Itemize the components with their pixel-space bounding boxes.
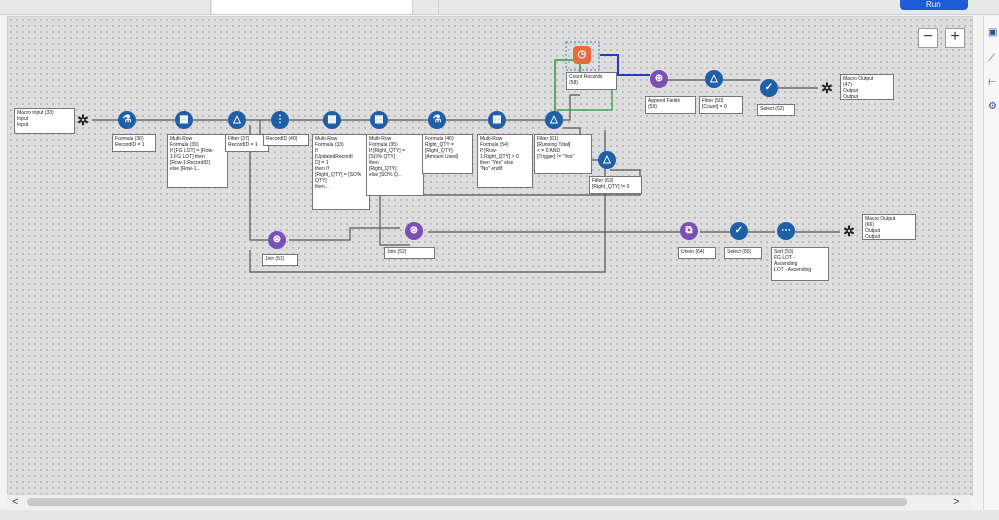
append-fields-tool-icon[interactable]: ⊕ [650, 70, 668, 88]
node-label-select-62: Select (62) [757, 104, 795, 116]
tab-overflow-button[interactable] [414, 0, 439, 14]
select-62-tool-icon[interactable]: ✓ [760, 79, 778, 97]
join-51-tool-icon[interactable]: ⊛ [268, 231, 286, 249]
zoom-in-button[interactable]: + [945, 28, 965, 48]
multirow-54-tool-icon[interactable]: ▦ [488, 111, 506, 129]
node-label-multirow-39: Multi-Row Formula (39) If [FG LOT] = [Ro… [167, 134, 228, 188]
node-label-select-65: Select (65) [724, 247, 762, 259]
node-label-formula-36: Formula (36) RecordID = 1 [112, 134, 156, 152]
node-label-filter-63: Filter (63) [Right_QTY] != 0 [589, 176, 642, 194]
node-label-macro-output-47: Macro Output (47) Output Output [840, 74, 894, 100]
join-52-tool-icon[interactable]: ⊛ [405, 222, 423, 240]
zoom-out-button[interactable]: − [918, 28, 938, 48]
gear-icon[interactable]: ⚙ [988, 101, 997, 112]
node-label-multirow-35: Multi-Row Formula (35) If [Right_QTY] = … [366, 134, 424, 196]
filter-50-tool-icon[interactable]: △ [705, 70, 723, 88]
macro-input-tool-icon[interactable]: ✲ [77, 112, 89, 128]
filter-63-tool-icon[interactable]: △ [598, 151, 616, 169]
union-64-tool-icon[interactable]: ⧉ [680, 222, 698, 240]
layout-icon[interactable]: ▣ [988, 27, 998, 38]
node-label-filter-61: Filter (61) [Running Total] < = 0 AND [T… [534, 134, 592, 174]
wand-icon[interactable]: ⟋ [988, 53, 995, 64]
formula-36-tool-icon[interactable]: ⚗ [118, 111, 136, 129]
workflow-canvas[interactable] [7, 16, 973, 496]
node-label-filter-50: Filter (50) [Count] = 0 [699, 96, 743, 114]
node-label-sort-53: Sort (53) FG LOT - Ascending LOT - Ascen… [771, 247, 829, 281]
node-label-append-fields: Append Fields (59) [645, 96, 696, 114]
macro-output-66-tool-icon[interactable]: ✲ [843, 223, 855, 239]
workflow-tab-1[interactable] [0, 0, 211, 14]
sort-53-tool-icon[interactable]: ⋯ [777, 222, 795, 240]
node-label-multirow-54: Multi-Row Formula (54) If [Row- 1:Right_… [477, 134, 533, 188]
run-button[interactable]: Run [900, 0, 968, 10]
recordid-40-tool-icon[interactable]: ⋮ [271, 111, 289, 129]
zoom-in-label: + [950, 28, 960, 45]
workflow-tab-strip: Run [0, 0, 999, 15]
workflow-tab-2[interactable] [212, 0, 413, 14]
multirow-35-tool-icon[interactable]: ▦ [370, 111, 388, 129]
zoom-out-label: − [923, 28, 933, 45]
scroll-right-icon[interactable]: > [953, 496, 960, 508]
right-toolbar: ▣ ⟋ ⊢ ⚙ [983, 16, 999, 520]
bottom-panel-edge [0, 510, 999, 520]
macro-output-47-tool-icon[interactable]: ✲ [821, 80, 833, 96]
multirow-33-tool-icon[interactable]: ▦ [323, 111, 341, 129]
filter-37-tool-icon[interactable]: △ [228, 111, 246, 129]
node-label-recordid-40: RecordID (40) [263, 134, 309, 146]
node-label-macro-output-66: Macro Output (66) Output Output [862, 214, 916, 240]
node-label-join-52: Join (52) [384, 247, 435, 259]
horizontal-scrollbar[interactable]: < > [7, 494, 971, 509]
node-label-union-64: Union (64) [678, 247, 716, 259]
node-label-multirow-33: Multi-Row Formula (33) If [UpdatedRecord… [312, 134, 370, 210]
count-records-tool-icon[interactable]: ◷ [573, 46, 591, 64]
node-label-join-51: Join (51) [262, 254, 298, 266]
scrollbar-thumb[interactable] [27, 498, 907, 506]
node-label-formula-46: Formula (46) Right_QTY = [Right_QTY]- [A… [422, 134, 473, 174]
multirow-39-tool-icon[interactable]: ▦ [175, 111, 193, 129]
select-65-tool-icon[interactable]: ✓ [730, 222, 748, 240]
formula-46-tool-icon[interactable]: ⚗ [428, 111, 446, 129]
node-label-count-records: Count Records (58) [566, 72, 617, 90]
tree-icon[interactable]: ⊢ [988, 77, 997, 88]
node-label-macro-input: Macro Input (33) Input Input [14, 108, 75, 134]
run-label: Run [926, 0, 941, 9]
scroll-left-icon[interactable]: < [12, 496, 19, 508]
filter-61-tool-icon[interactable]: △ [545, 111, 563, 129]
